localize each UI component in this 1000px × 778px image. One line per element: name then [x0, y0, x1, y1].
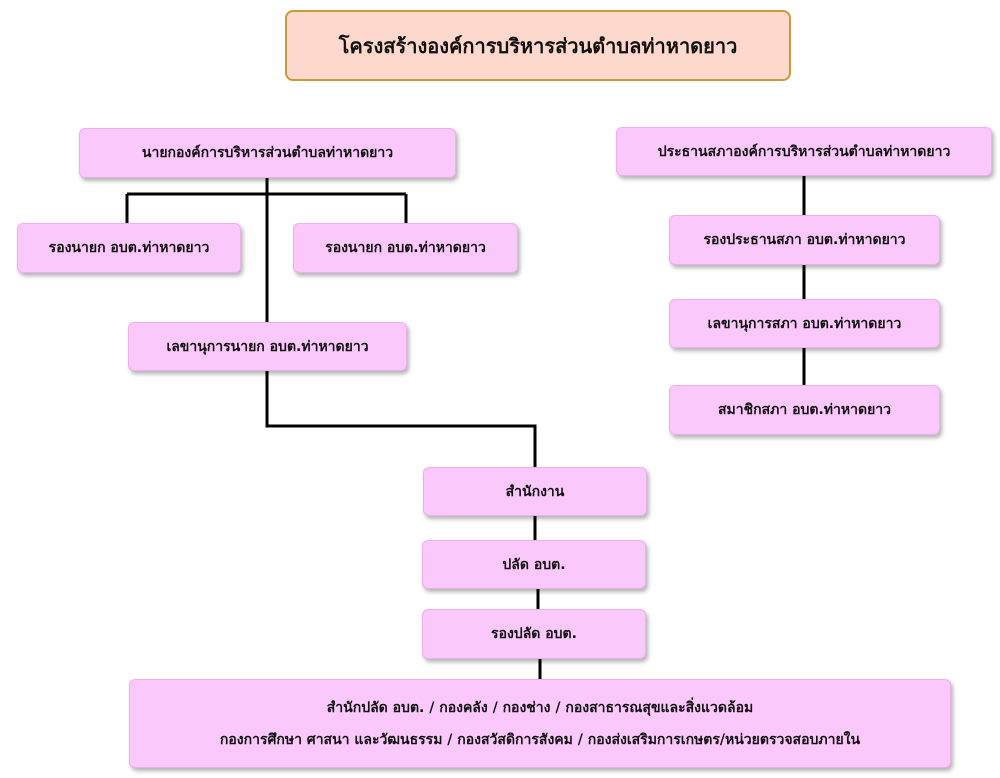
- council-secretary-label: เลขานุการสภา อบต.ท่าหาดยาว: [707, 315, 902, 332]
- chief-administrator-box: ปลัด อบต.: [422, 540, 646, 589]
- mayor-box: นายกองค์การบริหารส่วนตำบลท่าหาดยาว: [79, 128, 456, 178]
- deputy-chief-administrator-label: รองปลัด อบต.: [491, 626, 577, 642]
- council-members-label: สมาชิกสภา อบต.ท่าหาดยาว: [717, 402, 892, 418]
- mayor-secretary-label: เลขานุการนายก อบต.ท่าหาดยาว: [166, 338, 369, 355]
- mayor-secretary-box: เลขานุการนายก อบต.ท่าหาดยาว: [128, 322, 407, 371]
- office-box: สำนักงาน: [423, 467, 647, 516]
- office-label: สำนักงาน: [505, 483, 565, 500]
- chart-title-text: โครงสร้างองค์การบริหารส่วนตำบลท่าหาดยาว: [338, 33, 738, 58]
- deputy-mayor-1-box: รองนายก อบต.ท่าหาดยาว: [17, 223, 241, 273]
- deputy-chief-administrator-box: รองปลัด อบต.: [422, 609, 646, 659]
- divisions-line-2: กองการศึกษา ศาสนา และวัฒนธรรม / กองสวัสด…: [219, 731, 861, 748]
- chart-title: โครงสร้างองค์การบริหารส่วนตำบลท่าหาดยาว: [285, 10, 791, 81]
- council-vice-president-label: รองประธานสภา อบต.ท่าหาดยาว: [703, 232, 906, 248]
- deputy-mayor-2-box: รองนายก อบต.ท่าหาดยาว: [293, 223, 518, 273]
- chief-administrator-label: ปลัด อบต.: [502, 556, 566, 573]
- council-members-box: สมาชิกสภา อบต.ท่าหาดยาว: [669, 385, 940, 435]
- divisions-line-1: สำนักปลัด อบต. / กองคลัง / กองช่าง / กอง…: [326, 699, 754, 716]
- council-president-box: ประธานสภาองค์การบริหารส่วนตำบลท่าหาดยาว: [616, 127, 992, 176]
- deputy-mayor-1-label: รองนายก อบต.ท่าหาดยาว: [48, 240, 210, 256]
- divisions-box: สำนักปลัด อบต. / กองคลัง / กองช่าง / กอง…: [129, 679, 951, 768]
- deputy-mayor-2-label: รองนายก อบต.ท่าหาดยาว: [325, 240, 486, 256]
- mayor-label: นายกองค์การบริหารส่วนตำบลท่าหาดยาว: [141, 145, 394, 161]
- council-secretary-box: เลขานุการสภา อบต.ท่าหาดยาว: [669, 299, 940, 348]
- council-vice-president-box: รองประธานสภา อบต.ท่าหาดยาว: [669, 215, 940, 265]
- council-president-label: ประธานสภาองค์การบริหารส่วนตำบลท่าหาดยาว: [657, 143, 951, 160]
- connector-secretary-office: [265, 371, 537, 467]
